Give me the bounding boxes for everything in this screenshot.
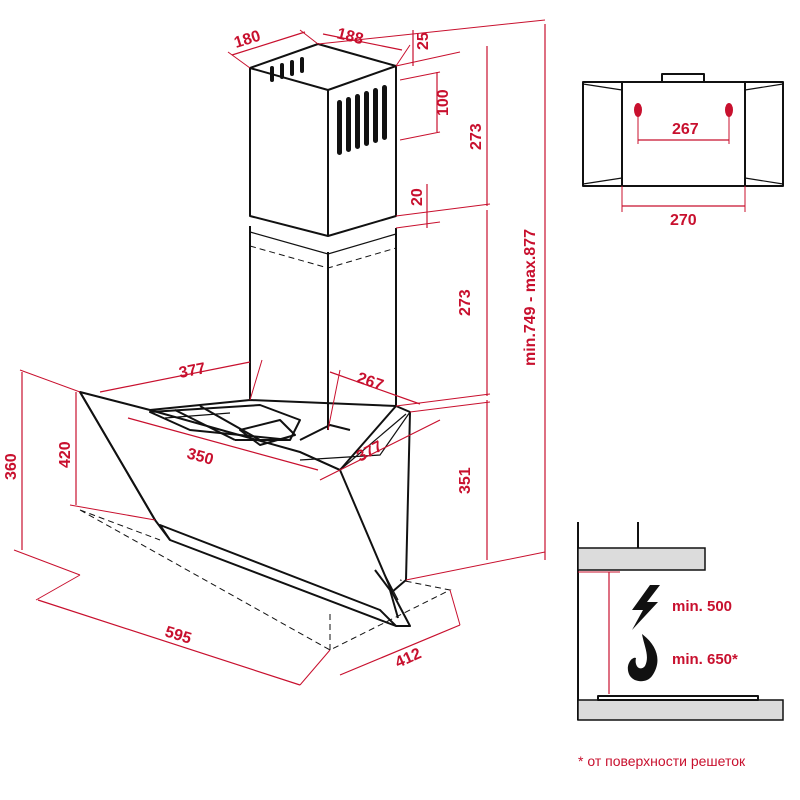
footnote-label: * от поверхности решеток [578, 753, 746, 769]
dim-body-depth-mid: 377 [354, 438, 386, 466]
gas-min-label: min. 650* [672, 651, 738, 668]
dim-body-height: 351 [457, 467, 474, 494]
dim-duct-top-gap: 25 [415, 32, 432, 50]
dim-duct-width: 180 [232, 28, 263, 52]
dim-vent-height: 100 [435, 89, 452, 116]
install-view: min. 500 min. 650* * от поверхности реше… [577, 522, 784, 769]
electric-min-label: min. 500 [672, 598, 732, 615]
hood-drawing [79, 43, 452, 651]
bracket-view: 267 270 [582, 73, 784, 229]
flame-icon [627, 634, 658, 682]
dim-lower-duct-height: 273 [457, 289, 474, 316]
dimension-labels: 180 188 25 100 273 20 273 min.749 - max.… [3, 25, 539, 671]
mounting-hole-icon [634, 103, 733, 117]
dim-body-depth-top: 377 [178, 360, 208, 382]
dim-depth: 412 [393, 645, 424, 671]
duct-vents [270, 57, 387, 155]
dim-inner-width: 350 [185, 445, 215, 468]
dim-overlap: 20 [409, 188, 426, 206]
dim-hole-spacing: 267 [672, 121, 699, 138]
hood-filters [149, 404, 351, 446]
dim-duct-depth: 188 [335, 25, 365, 48]
dim-side-height: 360 [3, 453, 20, 480]
lightning-icon [632, 585, 660, 630]
lower-duct [249, 226, 397, 430]
dim-duct-offset: 267 [355, 370, 386, 395]
dimension-lines [13, 19, 546, 686]
hood-body [79, 391, 411, 627]
dim-width: 595 [163, 624, 194, 648]
dim-upper-duct-height: 273 [468, 123, 485, 150]
footprint-outline [79, 509, 452, 651]
dim-bracket-width: 270 [670, 212, 697, 229]
dim-total-height: min.749 - max.877 [522, 229, 539, 366]
dim-front-height: 420 [57, 441, 74, 468]
